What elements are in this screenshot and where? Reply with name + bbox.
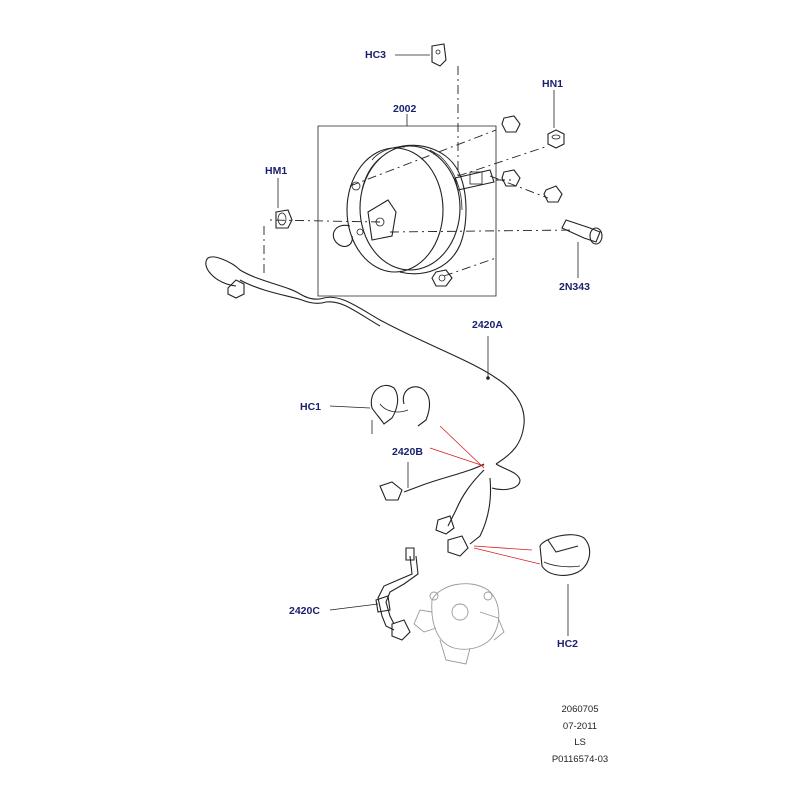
vacuum-hose-2420a <box>205 256 525 557</box>
drawing-date: 07-2011 <box>562 720 598 732</box>
brake-booster-group <box>263 66 575 297</box>
hc2-clip <box>539 534 591 636</box>
label-2420c: 2420C <box>289 605 320 617</box>
hc3-clip <box>395 43 447 67</box>
leader-hc2-red-b <box>473 547 541 565</box>
drawing-code: LS <box>574 737 586 748</box>
drawing-reference-block: 2060705 07-2011 LS P0116574-03 <box>520 702 640 768</box>
label-hc2: HC2 <box>557 638 578 650</box>
label-hc3: HC3 <box>365 49 386 61</box>
leader-hc1-red-b <box>429 447 485 467</box>
pin-2n343 <box>561 219 603 278</box>
hn1-nut <box>547 90 565 149</box>
assembly-frame <box>317 125 497 297</box>
hm1-mount <box>275 178 293 229</box>
centreline-hm1 <box>269 219 381 223</box>
booster-nuts <box>501 115 563 203</box>
leader-hc2-red-a <box>473 545 533 551</box>
label-2002: 2002 <box>393 103 417 115</box>
centreline-stud-low <box>489 175 549 199</box>
vacuum-pump-ghost <box>413 583 505 665</box>
centreline-pin <box>389 229 575 233</box>
label-2420b: 2420B <box>392 446 423 458</box>
brake-booster <box>332 144 495 287</box>
label-hc1: HC1 <box>300 401 321 413</box>
drawing-ref-number: 2060705 <box>561 704 599 715</box>
centreline-stud-top <box>457 145 549 177</box>
centreline-top <box>349 129 497 187</box>
centreline-bottom <box>443 257 497 277</box>
label-hm1: HM1 <box>265 165 287 177</box>
vacuum-hose-2420c <box>329 547 419 641</box>
label-hn1: HN1 <box>542 78 563 90</box>
drawing-part-number: P0116574-03 <box>551 753 609 765</box>
hc1-clips <box>329 384 431 434</box>
label-2420a: 2420A <box>472 319 503 331</box>
label-2n343: 2N343 <box>559 281 590 293</box>
leader-hc1-red <box>439 425 485 469</box>
